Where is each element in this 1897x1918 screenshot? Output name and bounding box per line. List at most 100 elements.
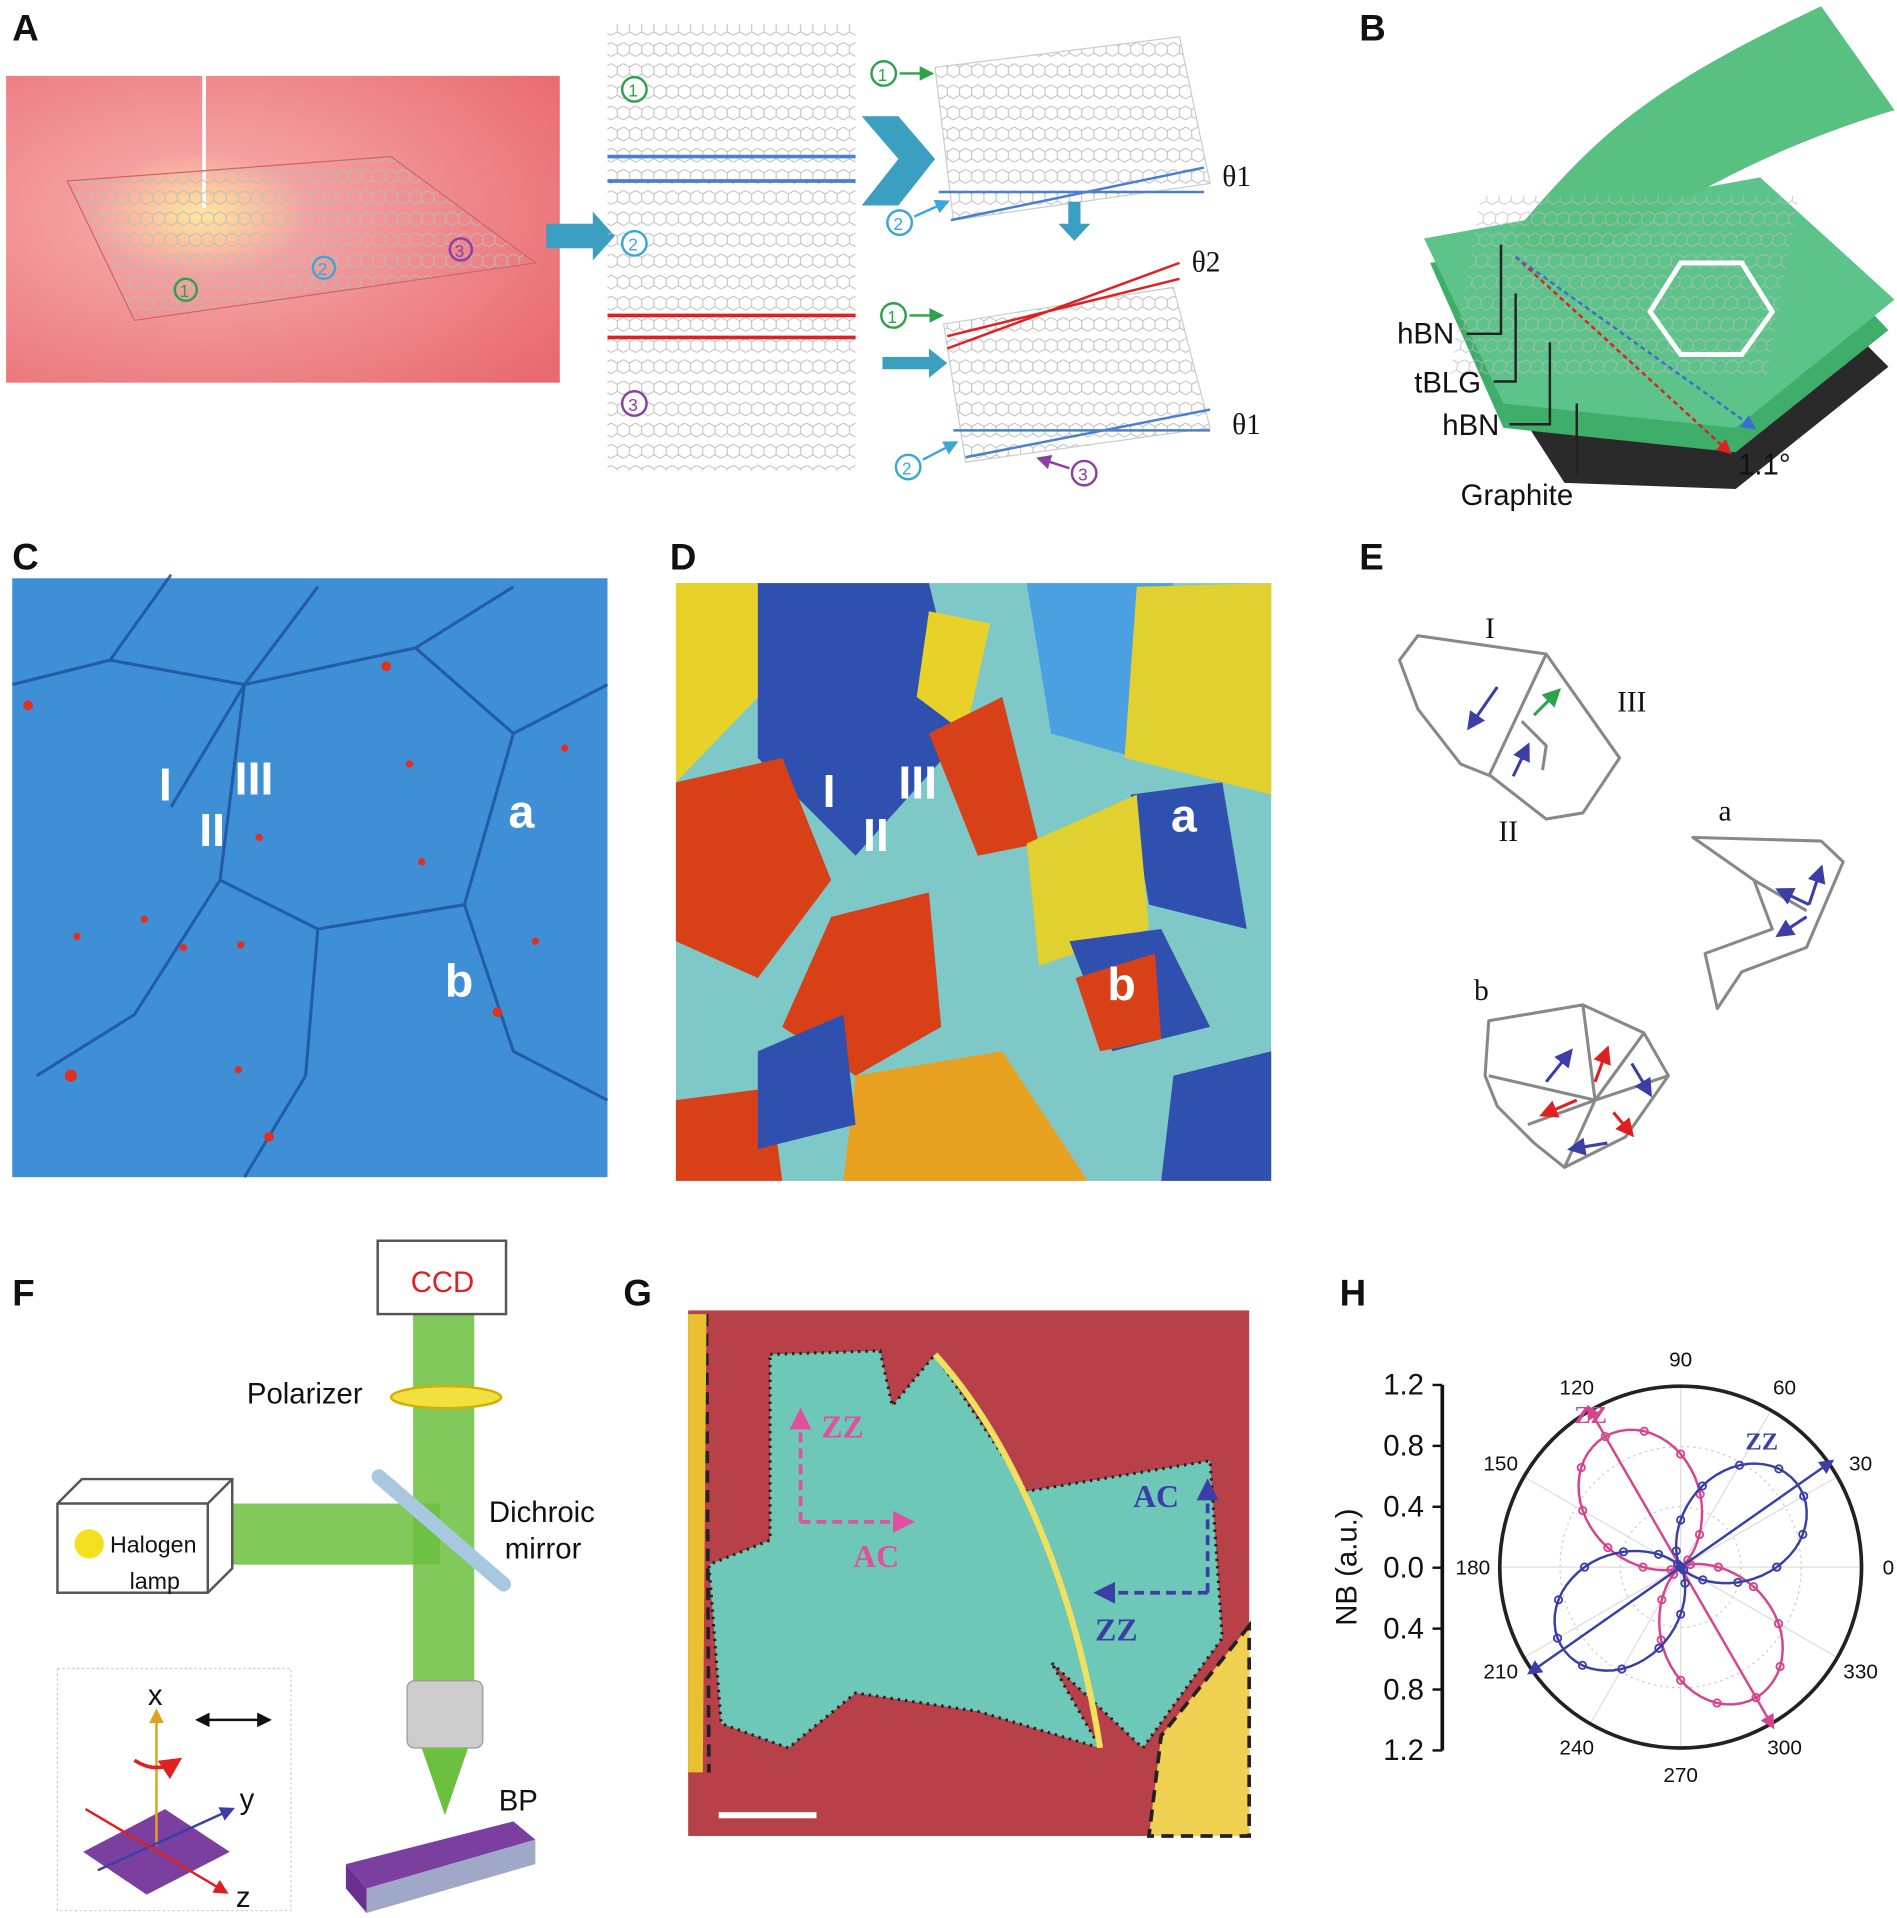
domain-image-c	[12, 578, 608, 1178]
panel-label-a: A	[12, 7, 38, 48]
svg-text:x: x	[148, 1679, 163, 1712]
svg-text:2: 2	[318, 260, 328, 279]
svg-text:ZZ: ZZ	[1745, 1429, 1778, 1456]
svg-text:hBN: hBN	[1397, 318, 1454, 351]
svg-text:θ1: θ1	[1232, 409, 1261, 441]
polarizer	[389, 1384, 503, 1410]
svg-text:Graphite: Graphite	[1461, 479, 1574, 512]
angle-tick-label: 210	[1483, 1660, 1518, 1683]
svg-text:E: E	[1359, 537, 1383, 578]
svg-text:CCD: CCD	[411, 1266, 475, 1299]
polar-frame	[1497, 1384, 1864, 1750]
angle-tick-label: 240	[1559, 1736, 1594, 1759]
y-axis-label: NB (a.u.)	[1331, 1508, 1364, 1625]
radial-tick-label: 0.8	[1383, 1430, 1424, 1463]
radial-tick-label: 0.4	[1383, 1491, 1424, 1524]
svg-text:a: a	[508, 786, 535, 838]
svg-text:b: b	[1107, 958, 1135, 1010]
panel-f: F CCD Polarizer Dichroic mirror Halogen …	[12, 1239, 595, 1914]
svg-text:AC: AC	[1133, 1479, 1179, 1514]
angle-tick-label: 270	[1663, 1764, 1698, 1787]
svg-text:AC: AC	[853, 1539, 899, 1574]
lightbulb-icon	[74, 1529, 104, 1559]
svg-text:D: D	[670, 537, 696, 578]
svg-text:Polarizer: Polarizer	[247, 1377, 363, 1410]
svg-text:tBLG: tBLG	[1414, 366, 1481, 399]
svg-text:mirror: mirror	[505, 1533, 582, 1566]
ccd-box	[376, 1239, 508, 1316]
angle-tick-label: 330	[1843, 1660, 1878, 1683]
svg-text:1: 1	[180, 282, 190, 301]
hexagon-icon	[1647, 260, 1776, 358]
arrow-down-icon	[1058, 201, 1091, 241]
svg-text:ZZ: ZZ	[821, 1410, 863, 1445]
panel-h: H 1.20.80.40.00.40.81.2 NB (a.u.) 030609…	[1331, 1273, 1894, 1788]
radial-tick-label: 0.0	[1383, 1551, 1424, 1584]
svg-text:ZZ: ZZ	[1095, 1612, 1137, 1647]
svg-text:a: a	[1171, 789, 1198, 841]
halogen-lamp-box	[56, 1477, 234, 1594]
svg-text:ZZ: ZZ	[1574, 1402, 1607, 1429]
angle-tick-label: 60	[1773, 1376, 1796, 1399]
angle-tick-label: 120	[1559, 1376, 1594, 1399]
svg-text:3: 3	[1078, 465, 1088, 484]
panel-g: G ZZ AC AC ZZ	[623, 1273, 1252, 1838]
arrow-right-icon	[546, 211, 615, 261]
svg-text:B: B	[1359, 7, 1385, 48]
radial-tick-label: 1.2	[1383, 1734, 1424, 1767]
svg-text:2: 2	[902, 459, 912, 478]
svg-text:b: b	[1474, 975, 1489, 1007]
radial-tick-label: 0.4	[1383, 1612, 1424, 1645]
rotate-icon	[133, 1757, 183, 1780]
angle-tick-label: 180	[1456, 1556, 1491, 1579]
grid-spoke	[1680, 1476, 1838, 1568]
axis-inset	[56, 1667, 292, 1912]
hbn-top-flap	[1503, 6, 1895, 257]
angle-tick-label: 90	[1669, 1349, 1692, 1372]
svg-text:III: III	[898, 756, 937, 808]
chevron-right-icon	[861, 116, 936, 206]
svg-text:F: F	[12, 1273, 34, 1314]
svg-text:Dichroic: Dichroic	[489, 1496, 595, 1529]
radial-tick-label: 1.2	[1383, 1369, 1424, 1402]
dichroic-mirror	[371, 1469, 511, 1592]
panel-b: B hBN tBLG hBN Graphite 1.1°	[1359, 6, 1895, 512]
svg-text:2: 2	[893, 215, 903, 234]
panel-a: A 1 2 3 1 2 3 θ1 1 2 θ2 θ1 1 2 3	[6, 7, 1261, 487]
svg-text:III: III	[235, 753, 274, 805]
svg-text:b: b	[445, 954, 473, 1006]
radial-tick-label: 0.8	[1383, 1673, 1424, 1706]
svg-text:3: 3	[455, 242, 465, 261]
svg-text:III: III	[1617, 686, 1646, 718]
svg-text:1.1°: 1.1°	[1738, 448, 1791, 481]
svg-text:I: I	[823, 765, 836, 817]
svg-text:H: H	[1340, 1273, 1366, 1314]
svg-text:1: 1	[628, 82, 638, 101]
svg-text:a: a	[1719, 795, 1732, 827]
svg-text:II: II	[1499, 816, 1519, 848]
angle-tick-label: 150	[1483, 1453, 1518, 1476]
svg-text:I: I	[159, 759, 172, 811]
flake-outline	[707, 1349, 1224, 1751]
angle-tick-label: 300	[1767, 1736, 1802, 1759]
svg-text:1: 1	[878, 66, 888, 85]
panel-d: D I II III a b	[670, 537, 1272, 1181]
light-path-horizontal	[226, 1503, 441, 1565]
svg-text:I: I	[1485, 613, 1495, 645]
svg-text:C: C	[12, 537, 38, 578]
svg-text:y: y	[240, 1783, 255, 1816]
svg-text:hBN: hBN	[1442, 409, 1499, 442]
svg-text:II: II	[863, 809, 889, 861]
svg-text:θ1: θ1	[1222, 161, 1251, 193]
svg-text:Halogen: Halogen	[110, 1531, 197, 1557]
panel-c: C I II III a b	[11, 537, 609, 1178]
svg-text:1: 1	[887, 308, 897, 327]
angle-tick-label: 0	[1883, 1556, 1895, 1579]
svg-text:II: II	[199, 804, 225, 856]
panel-e: E I II III a b	[1359, 537, 1845, 1169]
svg-text:z: z	[236, 1881, 251, 1914]
svg-text:lamp: lamp	[130, 1568, 180, 1594]
svg-text:2: 2	[628, 236, 638, 255]
svg-text:3: 3	[628, 396, 638, 415]
